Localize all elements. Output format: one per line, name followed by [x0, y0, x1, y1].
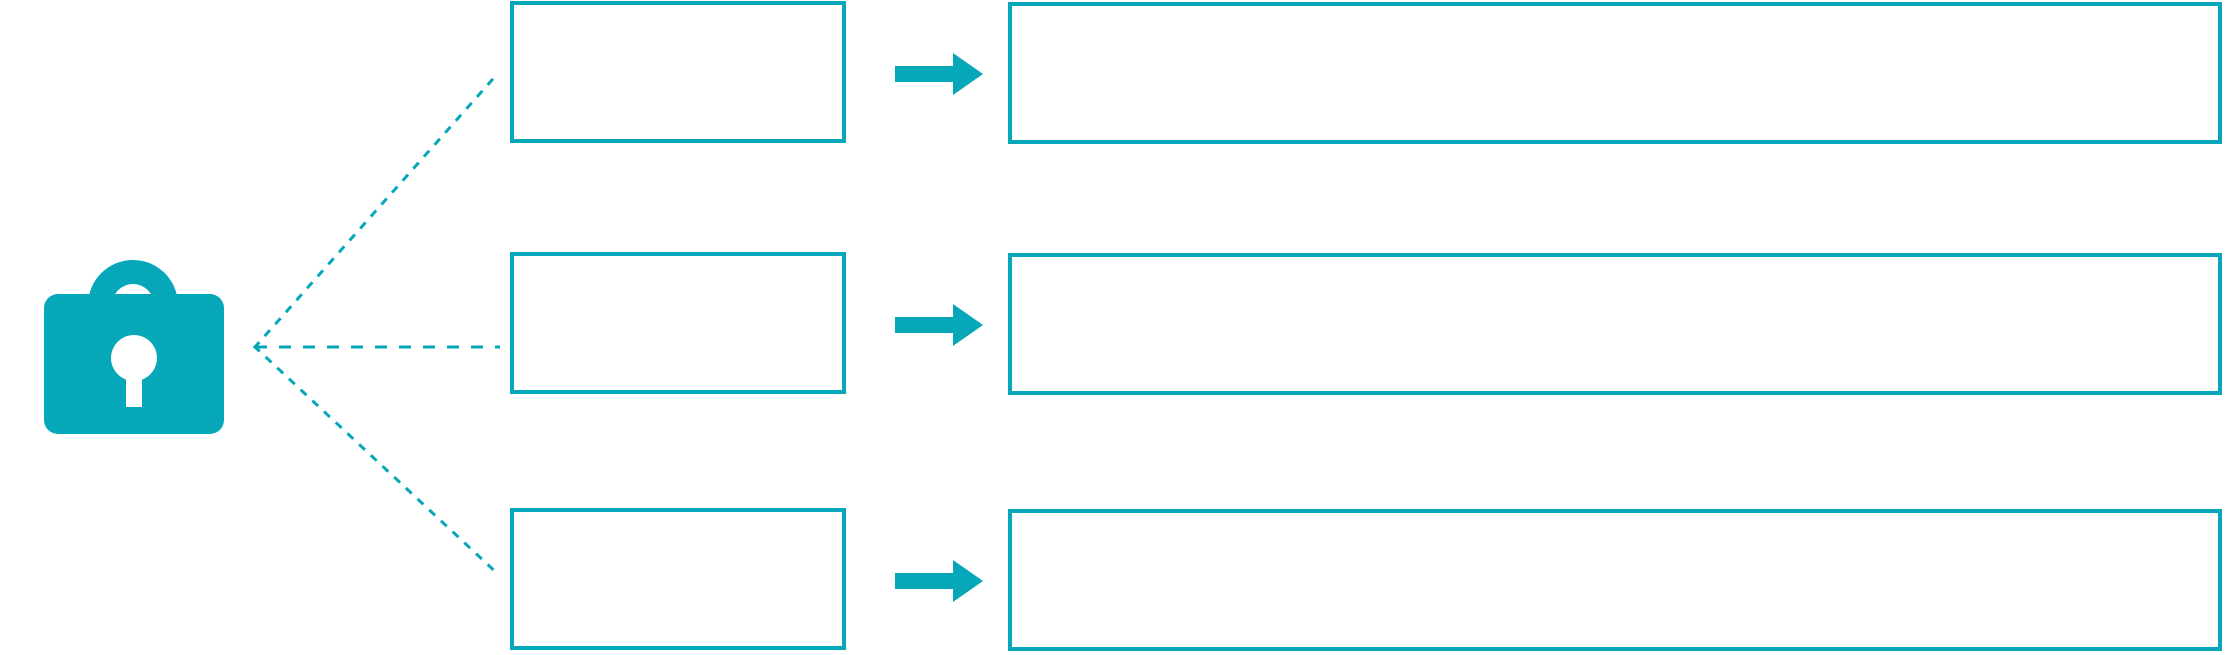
small-box[interactable] — [510, 252, 846, 394]
small-box-text — [514, 512, 842, 532]
small-box-text — [514, 5, 842, 25]
small-box[interactable] — [510, 508, 846, 650]
large-box[interactable] — [1008, 2, 2222, 144]
large-box[interactable] — [1008, 509, 2222, 651]
right-arrow-icon — [895, 560, 985, 602]
small-box[interactable] — [510, 1, 846, 143]
large-box-text — [1012, 257, 2218, 277]
small-box-text — [514, 256, 842, 276]
large-box[interactable] — [1008, 253, 2222, 395]
large-box-text — [1012, 6, 2218, 26]
large-box-text — [1012, 513, 2218, 533]
diagram-row — [0, 252, 2229, 398]
right-arrow-icon — [895, 304, 985, 346]
right-arrow-icon — [895, 53, 985, 95]
diagram-row — [0, 1, 2229, 147]
diagram-row — [0, 508, 2229, 654]
lock-icon — [30, 205, 230, 445]
